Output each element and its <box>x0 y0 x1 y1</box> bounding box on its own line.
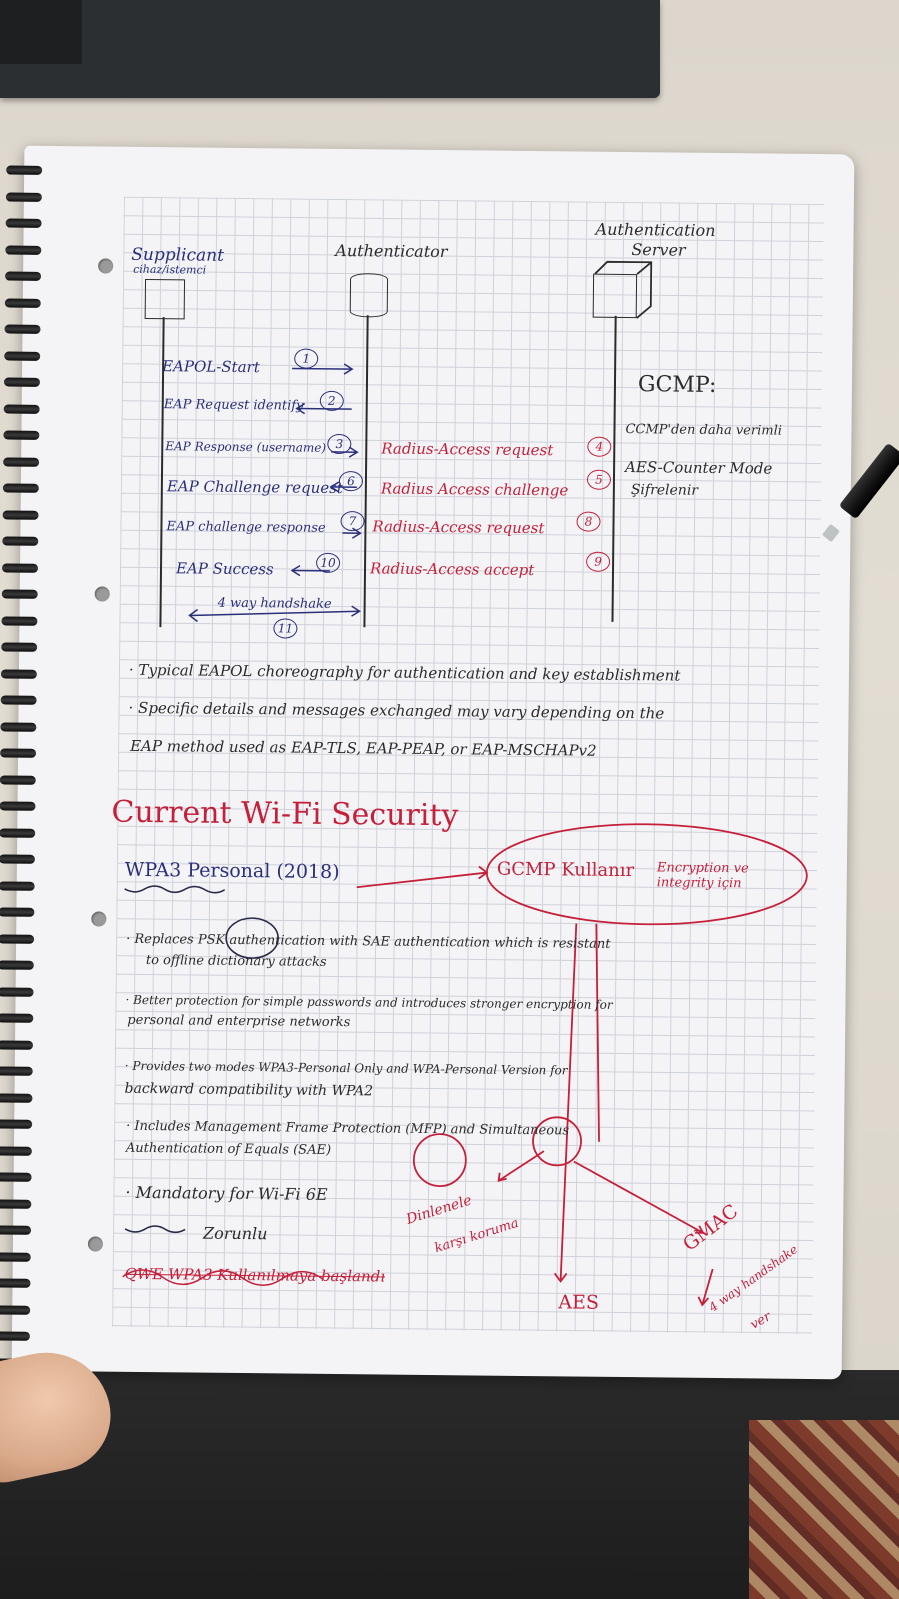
wpa3-bullet-3b: backward compatibility with WPA2 <box>124 1080 374 1100</box>
gcmp-bubble-label: GCMP Kullanır <box>496 858 635 882</box>
annotation-curves <box>122 823 808 1307</box>
encryption-note: Encryption ve integrity için <box>656 860 749 892</box>
zorunlu-note: Zorunlu <box>202 1223 268 1244</box>
wpa3-bullet-5: · Mandatory for Wi-Fi 6E <box>125 1182 328 1204</box>
rug-pattern <box>749 1420 899 1599</box>
crossed-out-note: QWE WPA3 Kullanılmaya başlandı <box>124 1264 386 1286</box>
laptop-corner <box>0 0 82 64</box>
message-arrows <box>188 363 362 623</box>
annotation-aes: AES <box>558 1291 600 1314</box>
wpa3-bullet-2b: personal and enterprise networks <box>127 1012 351 1031</box>
wpa3-bullet-4b: Authentication of Equals (SAE) <box>125 1140 332 1158</box>
server-cube-depth <box>594 260 653 319</box>
laptop-edge <box>0 0 660 98</box>
wpa3-bullet-1b: to offline dictionary attacks <box>145 953 327 970</box>
notebook-page: Supplicant cihaz/istemci Authenticator A… <box>0 145 855 1380</box>
